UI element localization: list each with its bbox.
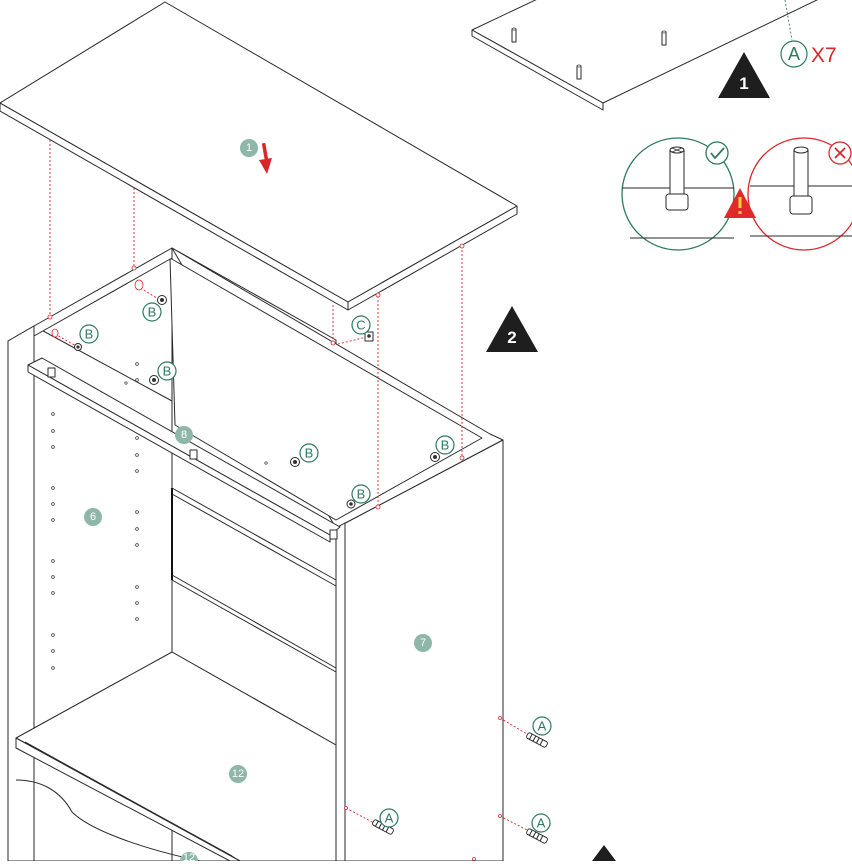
label-B: B (299, 443, 319, 463)
top-panel (0, 1, 518, 311)
down-arrow-icon (259, 142, 272, 174)
svg-text:B: B (163, 364, 172, 379)
svg-text:B: B (357, 487, 366, 502)
step-2-number: 2 (507, 328, 516, 347)
wrong-dowel-detail (747, 137, 852, 251)
dowel-A (576, 64, 582, 80)
svg-text:12: 12 (183, 852, 195, 861)
part-number-6: 6 (84, 508, 102, 526)
label-A: A (379, 808, 399, 828)
quantity-text: X7 (811, 44, 837, 67)
quantity-letter: A (788, 44, 800, 64)
label-B: B (351, 484, 371, 504)
warning-icon (724, 188, 756, 218)
svg-text:B: B (305, 446, 314, 461)
label-C: C (351, 315, 371, 335)
step1-panel (471, 0, 819, 111)
svg-text:A: A (385, 811, 394, 826)
svg-text:B: B (441, 438, 450, 453)
bottom-shelf (15, 651, 337, 862)
label-A: A (532, 716, 552, 736)
label-B: B (435, 435, 455, 455)
label-B: B (157, 361, 177, 381)
svg-text:6: 6 (90, 511, 96, 523)
svg-text:8: 8 (181, 429, 187, 441)
step-1-marker: 1 (718, 52, 770, 98)
svg-text:7: 7 (420, 637, 426, 649)
correct-dowel-detail (621, 137, 735, 251)
cam-locks (74, 295, 440, 509)
part-number-7: 7 (414, 634, 432, 652)
dowel-A (661, 30, 667, 46)
step-2-marker: 2 (486, 306, 538, 352)
step-1-number: 1 (739, 74, 748, 93)
part-number-8: 8 (175, 426, 193, 444)
part-number-1: 1 (240, 139, 258, 157)
alignment-lines (47, 140, 528, 861)
next-step-marker (592, 845, 616, 861)
top-rail (27, 357, 341, 543)
label-B: B (142, 302, 162, 322)
svg-text:A: A (538, 719, 547, 734)
cross-icon (834, 147, 846, 159)
check-icon (710, 147, 725, 160)
quantity-callout: A X7 (780, 40, 837, 68)
svg-text:A: A (537, 816, 546, 831)
dowel-A (511, 27, 517, 43)
svg-text:12: 12 (232, 768, 244, 780)
shelf-pin-holes (51, 362, 268, 670)
svg-text:B: B (85, 327, 94, 342)
svg-text:B: B (148, 305, 157, 320)
label-B: B (79, 324, 99, 344)
svg-text:1: 1 (246, 142, 252, 154)
label-A: A (531, 813, 551, 833)
wood-dowels (372, 732, 548, 844)
part-number-12: 12 (229, 765, 247, 783)
svg-text:C: C (356, 318, 365, 333)
dowel-detail (621, 137, 852, 251)
